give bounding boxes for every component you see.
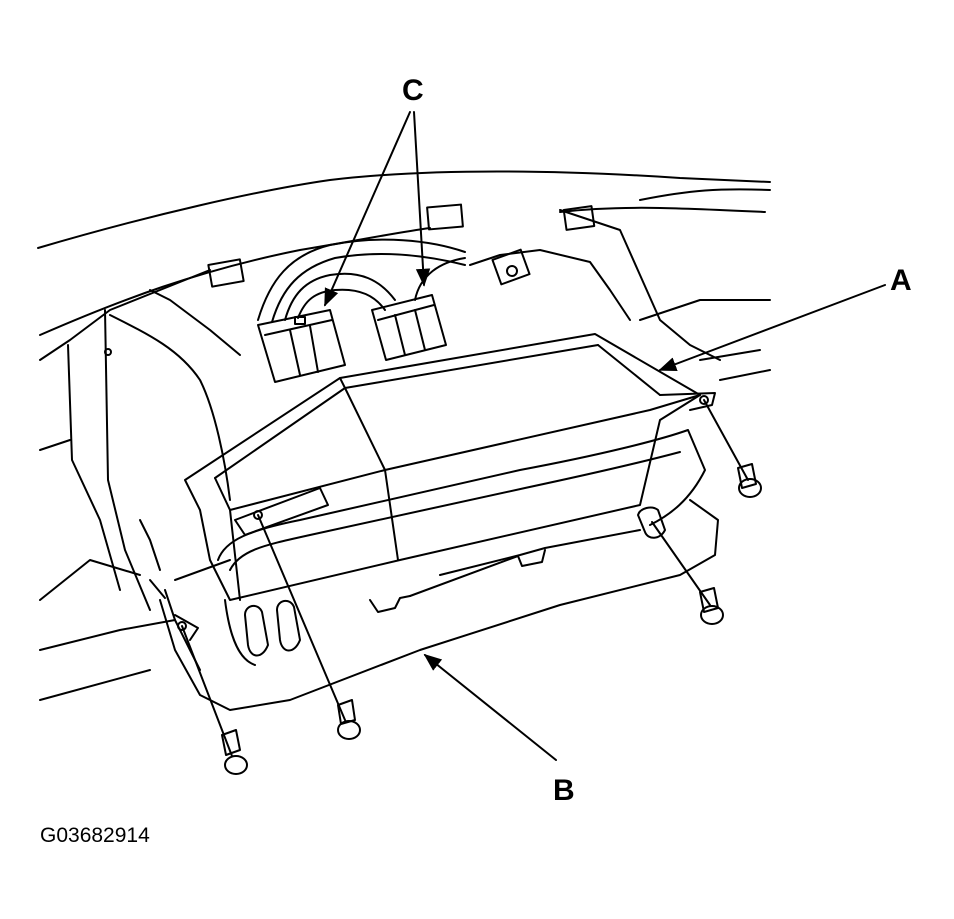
label-a: A bbox=[890, 264, 912, 297]
mounting-screw-4 bbox=[703, 399, 762, 498]
figure-code: G03682914 bbox=[40, 824, 150, 847]
connector-c-left bbox=[257, 309, 346, 383]
callout-arrow-c-right bbox=[413, 111, 431, 287]
mounting-screw-3 bbox=[651, 521, 724, 625]
mounting-screw-2 bbox=[257, 514, 361, 740]
connector-c-right bbox=[371, 294, 447, 361]
dashboard-structure bbox=[37, 170, 771, 701]
label-b: B bbox=[553, 774, 575, 807]
mounting-screw-1 bbox=[181, 625, 248, 775]
label-c: C bbox=[402, 74, 424, 107]
callout-arrow-b bbox=[423, 653, 557, 761]
callout-arrows bbox=[324, 111, 886, 761]
callout-arrow-a bbox=[658, 284, 886, 372]
instrument-panel-b bbox=[149, 429, 719, 711]
gauge-control-unit-a bbox=[184, 333, 716, 601]
wiring-harness bbox=[257, 238, 466, 323]
callout-arrow-c-left bbox=[324, 111, 411, 307]
